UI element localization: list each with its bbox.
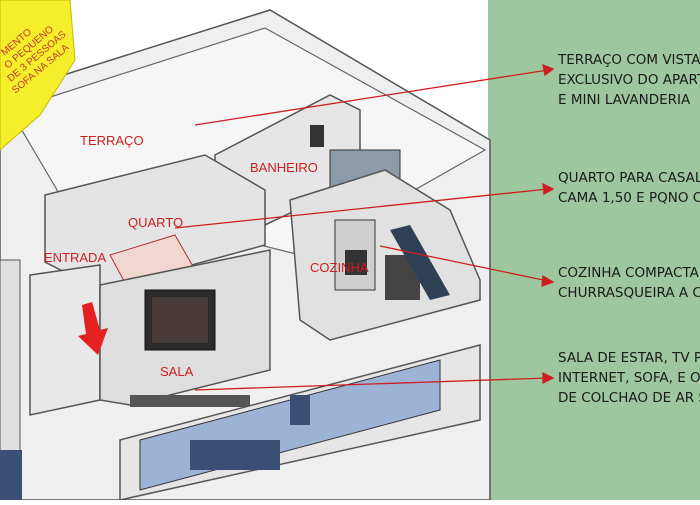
neighbour-window xyxy=(0,450,22,500)
note-quarto-line-1: QUARTO PARA CASAL xyxy=(558,170,700,186)
label-banheiro: BANHEIRO xyxy=(250,160,318,175)
kitchen-window xyxy=(390,225,450,300)
note-sala-line-2: INTERNET, SOFA, E O xyxy=(558,370,700,386)
note-sala: SALA DE ESTAR, TV PL INTERNET, SOFA, E O… xyxy=(558,348,700,408)
arrowhead-terraco xyxy=(542,63,555,77)
note-sala-line-1: SALA DE ESTAR, TV PL xyxy=(558,350,700,366)
label-quarto: QUARTO xyxy=(128,215,183,230)
tv-stand xyxy=(130,395,250,407)
arrowhead-cozinha xyxy=(541,274,555,287)
arrow-quarto xyxy=(174,188,549,229)
note-terraco-line-3: E MINI LAVANDERIA xyxy=(558,92,691,108)
arrow-terraco xyxy=(194,69,549,126)
arrowhead-quarto xyxy=(542,182,555,196)
annotation-arrows xyxy=(174,63,555,391)
sofa xyxy=(190,440,280,470)
note-quarto: QUARTO PARA CASAL CAMA 1,50 E PQNO C xyxy=(558,168,700,208)
arrow-cozinha xyxy=(379,245,549,282)
label-entrada: ENTRADA xyxy=(44,250,106,265)
entrance-arrow xyxy=(78,302,108,355)
label-sala: SALA xyxy=(160,364,194,379)
bathroom-fixture xyxy=(310,125,324,147)
note-terraco-line-1: TERRAÇO COM VISTA xyxy=(558,52,700,68)
tv-screen xyxy=(152,297,208,343)
note-quarto-line-2: CAMA 1,50 E PQNO C xyxy=(558,190,700,206)
barbecue-grill xyxy=(345,250,367,275)
arrowhead-sala xyxy=(542,371,555,385)
note-sala-line-3: DE COLCHAO DE AR S xyxy=(558,390,700,406)
grass-area xyxy=(488,0,700,500)
chair xyxy=(290,395,310,425)
promo-badge xyxy=(0,0,76,151)
label-cozinha: COZINHA xyxy=(310,260,369,275)
note-cozinha-line-1: COZINHA COMPACTA xyxy=(558,265,699,281)
label-terraco: TERRAÇO xyxy=(80,133,144,148)
note-terraco-line-2: EXCLUSIVO DO APART xyxy=(558,72,700,88)
note-terraco: TERRAÇO COM VISTA EXCLUSIVO DO APART E M… xyxy=(558,50,700,110)
bedroom-walls xyxy=(44,154,266,291)
note-cozinha-line-2: CHURRASQUEIRA A C xyxy=(558,285,700,301)
arrow-sala xyxy=(194,377,549,391)
note-cozinha: COZINHA COMPACTA CHURRASQUEIRA A C xyxy=(558,263,700,303)
